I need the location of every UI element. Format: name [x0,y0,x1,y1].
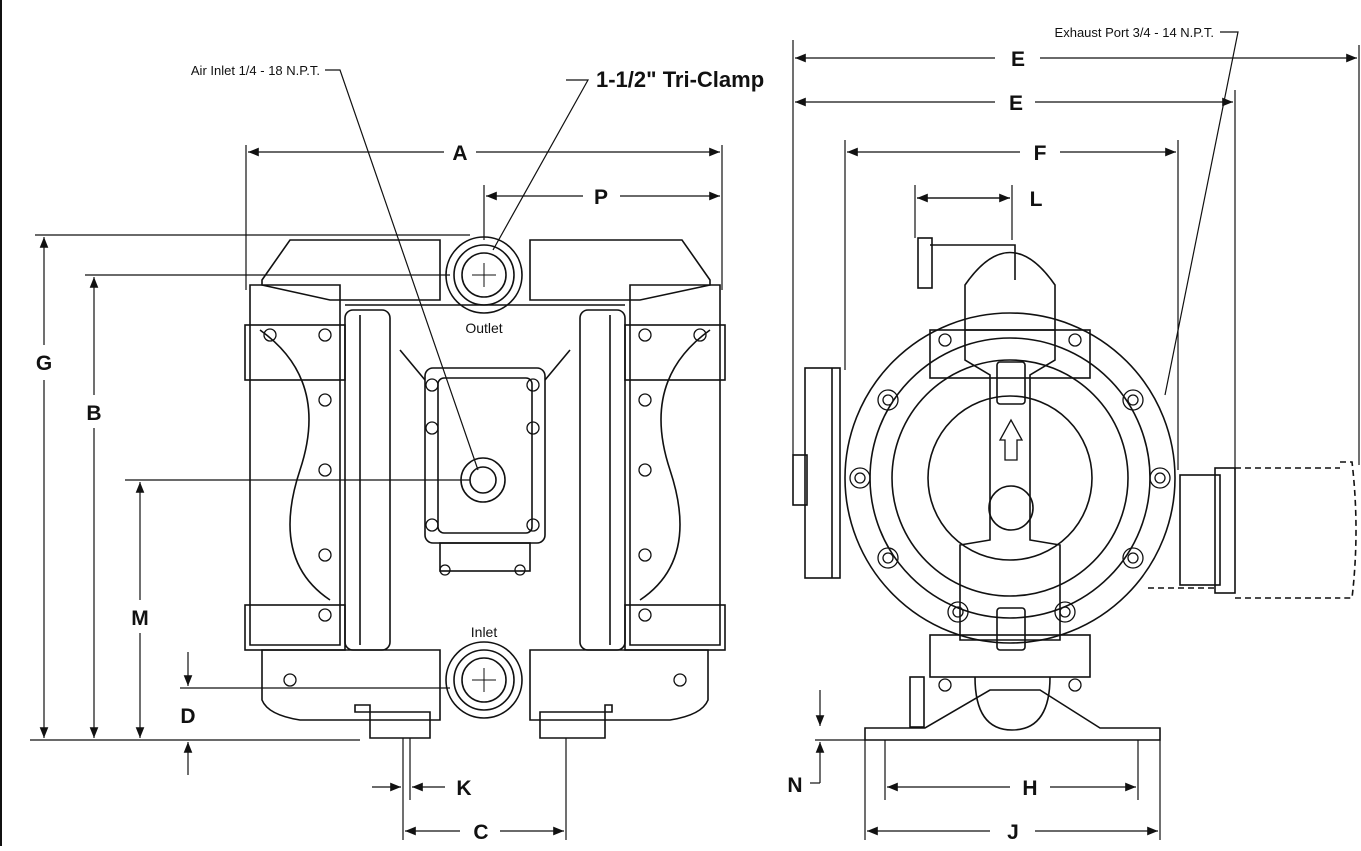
dimension-label-e-inner: E [1009,92,1023,115]
outlet-label: Outlet [465,320,502,336]
dimension-label-e-outer: E [1011,48,1025,71]
dimension-label-g: G [36,352,52,375]
air-inlet-callout: Air Inlet 1/4 - 18 N.P.T. [191,63,320,78]
dimension-label-c: C [473,821,488,844]
dimension-label-a: A [452,142,467,165]
front-view [244,236,726,739]
dimension-label-n: N [787,774,802,797]
side-view [792,237,1357,741]
dimension-label-l: L [1030,188,1043,211]
dimension-label-m: M [131,607,149,630]
inlet-label: Inlet [471,624,498,640]
exhaust-port-callout: Exhaust Port 3/4 - 14 N.P.T. [1055,25,1214,40]
dimension-label-p: P [594,186,608,209]
dimension-label-f: F [1034,142,1047,165]
dimension-label-j: J [1007,821,1019,844]
dimension-label-d: D [180,705,195,728]
dimension-label-h: H [1022,777,1037,800]
dimension-label-b: B [86,402,101,425]
tri-clamp-callout: 1-1/2" Tri-Clamp [596,67,764,92]
dimension-label-k: K [456,777,471,800]
